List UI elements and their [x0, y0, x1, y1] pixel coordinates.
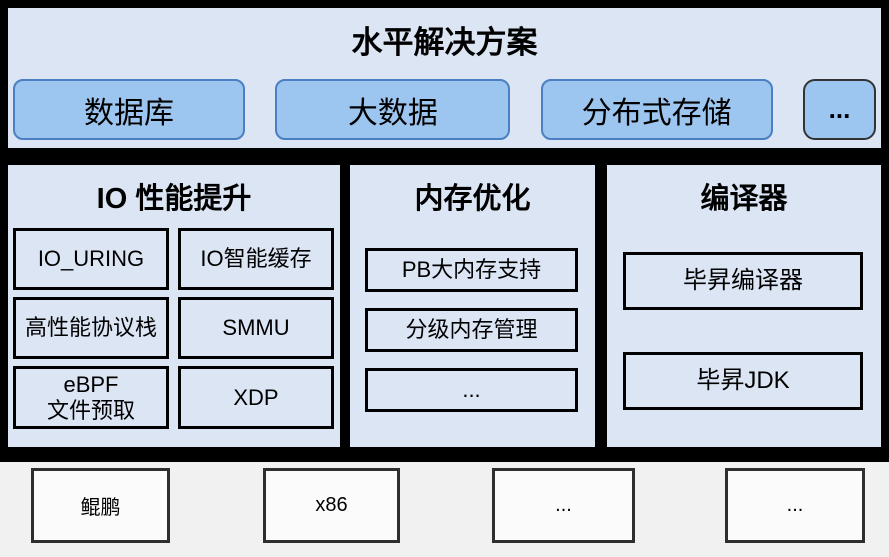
solution-chip-database: 数据库 — [13, 79, 245, 140]
solution-chip-distributed-storage: 分布式存储 — [540, 79, 773, 140]
io-performance-panel: IO 性能提升 IO_URING IO智能缓存 高性能协议栈 SMMU eBPF… — [8, 165, 340, 447]
memory-optimization-panel: 内存优化 PB大内存支持 分级内存管理 ... — [350, 165, 595, 447]
io-feature-grid: IO_URING IO智能缓存 高性能协议栈 SMMU eBPF 文件预取 XD… — [13, 228, 334, 429]
io-performance-title: IO 性能提升 — [96, 183, 252, 215]
platform-box-more-1: ... — [492, 468, 635, 543]
horizontal-solutions-title: 水平解决方案 — [351, 25, 538, 60]
memory-feature-stack: PB大内存支持 分级内存管理 ... — [365, 248, 578, 412]
feature-box-ebpf-file-prefetch: eBPF 文件预取 — [13, 366, 169, 429]
solution-chip-bigdata: 大数据 — [275, 79, 511, 140]
horizontal-solutions-panel: 水平解决方案 数据库 大数据 分布式存储 ... — [8, 8, 881, 148]
feature-box-tiered-memory-management: 分级内存管理 — [365, 308, 578, 352]
compiler-title: 编译器 — [700, 183, 788, 215]
feature-box-xdp: XDP — [178, 366, 334, 429]
feature-box-high-perf-protocol-stack: 高性能协议栈 — [13, 297, 169, 359]
platform-box-more-2: ... — [725, 468, 865, 543]
compiler-panel: 编译器 毕昇编译器 毕昇JDK — [607, 165, 881, 447]
solution-chip-row: 数据库 大数据 分布式存储 ... — [13, 79, 876, 140]
platform-box-kunpeng: 鲲鹏 — [31, 468, 170, 543]
hardware-platform-bar: 鲲鹏 x86 ... ... — [0, 462, 889, 557]
platform-box-x86: x86 — [263, 468, 400, 543]
feature-box-smmu: SMMU — [178, 297, 334, 359]
feature-box-io-smart-cache: IO智能缓存 — [178, 228, 334, 290]
feature-box-bisheng-jdk: 毕昇JDK — [623, 352, 863, 410]
solution-chip-more: ... — [802, 79, 876, 140]
feature-box-io-uring: IO_URING — [13, 228, 169, 290]
feature-box-pb-large-memory: PB大内存支持 — [365, 248, 578, 292]
feature-box-bisheng-compiler: 毕昇编译器 — [623, 252, 863, 310]
memory-optimization-title: 内存优化 — [414, 183, 531, 215]
compiler-feature-stack: 毕昇编译器 毕昇JDK — [623, 252, 863, 410]
feature-box-memory-more: ... — [365, 368, 578, 412]
